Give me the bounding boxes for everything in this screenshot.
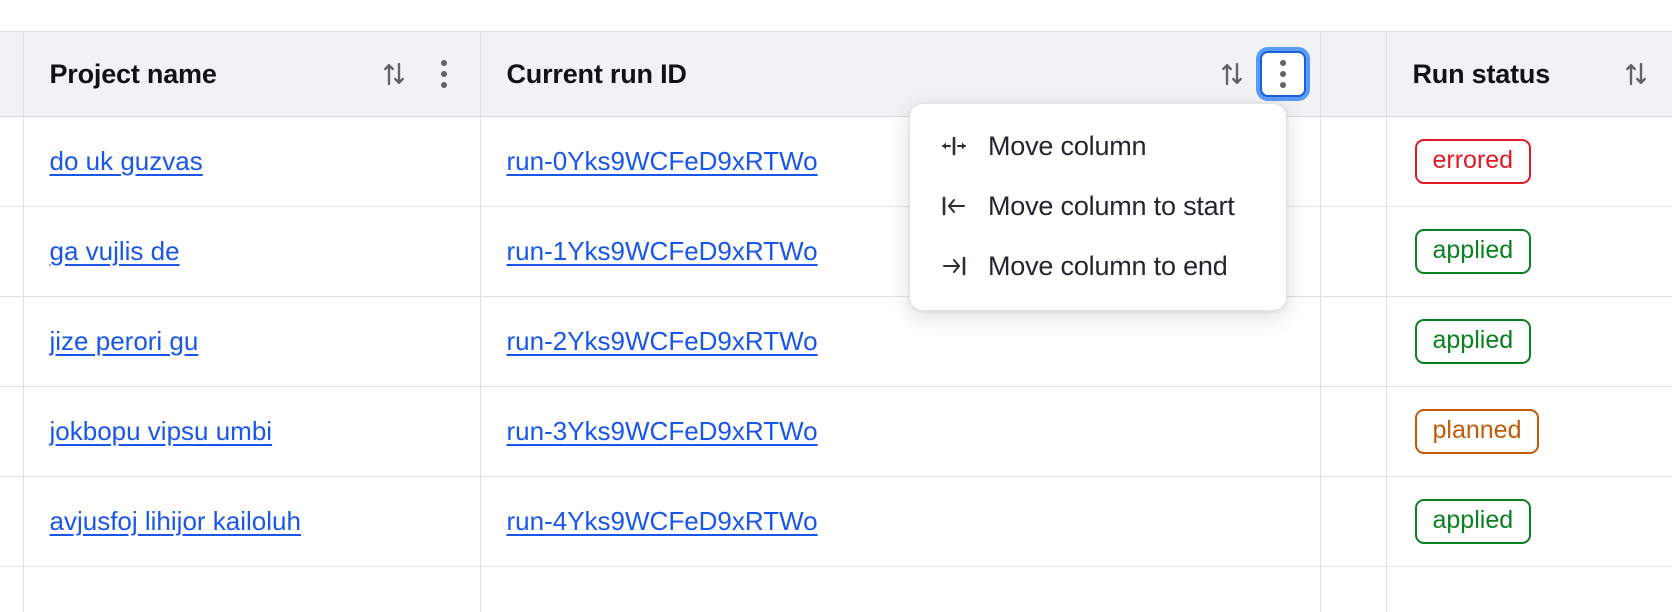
cell-gap — [1320, 386, 1387, 477]
row-select-cell[interactable] — [0, 476, 24, 567]
menu-item-move-column-to-end[interactable]: Move column to end — [910, 236, 1286, 296]
run-id-link[interactable]: run-4Yks9WCFeD9xRTWo — [506, 506, 818, 536]
sort-icon[interactable] — [1614, 52, 1658, 96]
column-header-current-run-id[interactable]: Current run ID — [480, 31, 1321, 117]
cell-run-status: applied — [1386, 296, 1672, 387]
column-header-run-status[interactable]: Run status — [1386, 31, 1672, 117]
move-column-to-end-icon — [938, 254, 970, 278]
status-badge: applied — [1414, 499, 1532, 544]
column-header-label-current-run-id: Current run ID — [506, 58, 687, 89]
project-name-link[interactable]: ga vujlis de — [49, 236, 180, 266]
run-id-link[interactable]: run-2Yks9WCFeD9xRTWo — [506, 326, 818, 356]
cell-current-run-id: run-4Yks9WCFeD9xRTWo — [480, 476, 1321, 567]
cell-run-status: applied — [1386, 476, 1672, 567]
row-select-cell[interactable] — [0, 386, 24, 477]
row-select-cell[interactable] — [0, 566, 24, 612]
table-row — [0, 566, 1672, 612]
column-context-menu: Move column Move column to start Move co… — [909, 103, 1287, 311]
row-select-cell[interactable] — [0, 206, 24, 297]
table-header: Project name — [0, 31, 1672, 117]
column-header-label-project-name: Project name — [49, 58, 217, 89]
column-header-gap — [1320, 31, 1387, 117]
cell-gap — [1320, 116, 1387, 207]
table-row: avjusfoj lihijor kailoluh run-4Yks9WCFeD… — [0, 476, 1672, 567]
table-row: jokbopu vipsu umbi run-3Yks9WCFeD9xRTWo … — [0, 386, 1672, 477]
table-row: ga vujlis de run-1Yks9WCFeD9xRTWo applie… — [0, 206, 1672, 297]
cell-run-status — [1386, 566, 1672, 612]
cell-current-run-id — [480, 566, 1321, 612]
column-header-label-run-status: Run status — [1412, 58, 1551, 89]
cell-gap — [1320, 566, 1387, 612]
cell-run-status: errored — [1386, 116, 1672, 207]
menu-item-label: Move column to start — [988, 190, 1235, 221]
run-id-link[interactable]: run-1Yks9WCFeD9xRTWo — [506, 236, 818, 266]
run-id-link[interactable]: run-0Yks9WCFeD9xRTWo — [506, 146, 818, 176]
projects-table: Project name — [0, 31, 1672, 612]
status-badge: planned — [1414, 409, 1540, 454]
status-badge: applied — [1414, 319, 1532, 364]
sort-icon[interactable] — [372, 52, 416, 96]
sort-icon[interactable] — [1210, 52, 1254, 96]
table-body: do uk guzvas run-0Yks9WCFeD9xRTWo errore… — [0, 116, 1672, 612]
cell-project-name — [23, 566, 481, 612]
cell-project-name: jize perori gu — [23, 296, 481, 387]
cell-current-run-id: run-3Yks9WCFeD9xRTWo — [480, 386, 1321, 477]
cell-project-name: do uk guzvas — [23, 116, 481, 207]
cell-project-name: ga vujlis de — [23, 206, 481, 297]
row-select-cell[interactable] — [0, 116, 24, 207]
column-menu-button-current-run-id[interactable] — [1259, 51, 1306, 97]
run-id-link[interactable]: run-3Yks9WCFeD9xRTWo — [506, 416, 818, 446]
cell-project-name: avjusfoj lihijor kailoluh — [23, 476, 481, 567]
project-name-link[interactable]: avjusfoj lihijor kailoluh — [49, 506, 301, 536]
cell-gap — [1320, 206, 1387, 297]
project-name-link[interactable]: jokbopu vipsu umbi — [49, 416, 273, 446]
cell-gap — [1320, 476, 1387, 567]
status-badge: applied — [1414, 229, 1532, 274]
kebab-menu-icon — [1279, 60, 1286, 88]
menu-item-label: Move column to end — [988, 250, 1228, 281]
project-name-link[interactable]: do uk guzvas — [49, 146, 203, 176]
menu-item-move-column-to-start[interactable]: Move column to start — [910, 176, 1286, 236]
cell-current-run-id: run-2Yks9WCFeD9xRTWo — [480, 296, 1321, 387]
column-header-project-name[interactable]: Project name — [23, 31, 481, 117]
move-column-icon — [938, 134, 970, 158]
header-row: Project name — [0, 31, 1672, 117]
column-menu-button-project-name[interactable] — [422, 52, 466, 96]
move-column-to-start-icon — [938, 194, 970, 218]
menu-item-move-column[interactable]: Move column — [910, 116, 1286, 176]
cell-project-name: jokbopu vipsu umbi — [23, 386, 481, 477]
cell-run-status: applied — [1386, 206, 1672, 297]
cell-run-status: planned — [1386, 386, 1672, 477]
status-badge: errored — [1414, 139, 1532, 184]
table-row: jize perori gu run-2Yks9WCFeD9xRTWo appl… — [0, 296, 1672, 387]
table-row: do uk guzvas run-0Yks9WCFeD9xRTWo errore… — [0, 116, 1672, 207]
cell-gap — [1320, 296, 1387, 387]
project-name-link[interactable]: jize perori gu — [49, 326, 199, 356]
row-select-cell[interactable] — [0, 296, 24, 387]
column-header-select — [0, 31, 24, 117]
kebab-menu-icon — [440, 60, 447, 88]
menu-item-label: Move column — [988, 130, 1147, 161]
